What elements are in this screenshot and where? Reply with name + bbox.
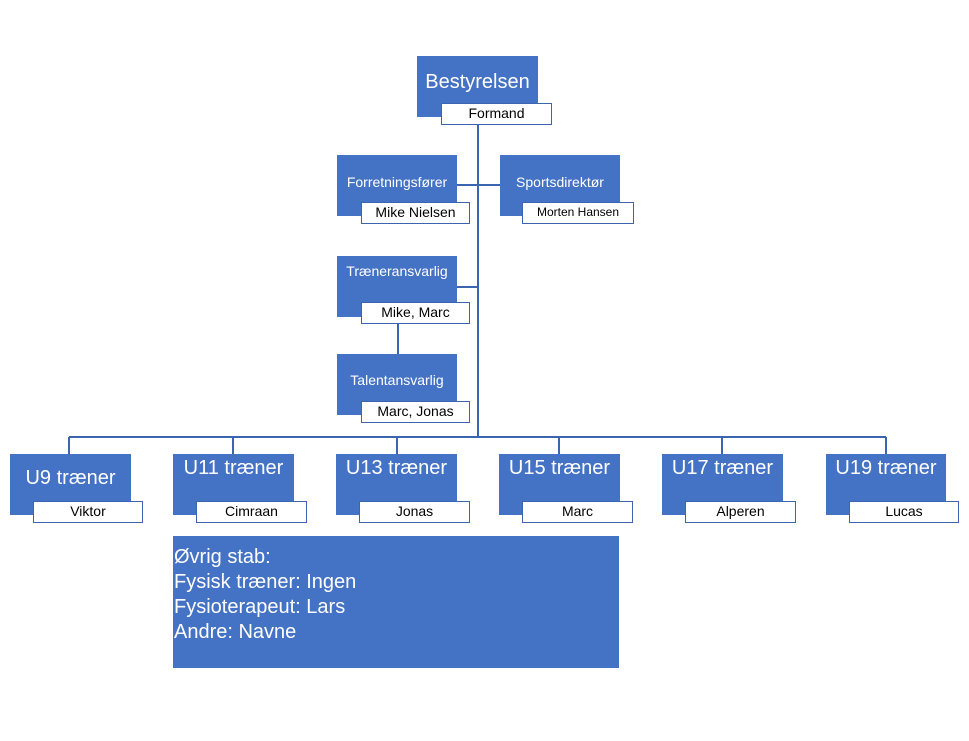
team-title: U19 træner [835, 457, 937, 479]
talent-manager-name-label: Marc, Jonas [361, 401, 470, 423]
team-title: U9 træner [25, 467, 116, 489]
other-staff-box: Øvrig stab: Fysisk træner: Ingen Fysiote… [173, 536, 619, 668]
team-box-u17: U17 træner [662, 454, 783, 515]
board-role-label: Formand [441, 103, 552, 125]
team-coach-name: Alperen [716, 503, 765, 519]
sports-director-title: Sportsdirektør [516, 174, 604, 190]
team-coach-name: Marc [561, 503, 594, 519]
coach-manager-name: Mike, Marc [381, 304, 450, 320]
team-coach-name: Cimraan [225, 503, 278, 519]
team-name-label-u19: Lucas [849, 501, 959, 523]
coach-manager-title: Træneransvarlig [346, 263, 448, 279]
team-name-label-u13: Jonas [359, 501, 470, 523]
team-coach-name: Jonas [395, 503, 434, 519]
team-coach-name: Lucas [885, 503, 923, 519]
board-title: Bestyrelsen [425, 71, 530, 93]
team-name-label-u9: Viktor [33, 501, 143, 523]
team-coach-name: Viktor [70, 503, 106, 519]
team-name-label-u15: Marc [522, 501, 633, 523]
board-role: Formand [468, 105, 525, 121]
business-manager-name-label: Mike Nielsen [361, 202, 470, 224]
other-staff-heading: Øvrig stab: [174, 546, 271, 568]
sports-director-name: Morten Hansen [536, 205, 620, 219]
team-title: U15 træner [508, 457, 611, 479]
business-manager-title: Forretningsfører [346, 174, 448, 190]
other-staff-line: Fysisk træner: Ingen [174, 571, 357, 593]
other-staff-line: Fysioterapeut: Lars [174, 596, 346, 618]
team-name-label-u17: Alperen [685, 501, 796, 523]
business-manager-name: Mike Nielsen [375, 204, 456, 220]
sports-director-name-label: Morten Hansen [522, 202, 634, 224]
talent-manager-name: Marc, Jonas [377, 403, 454, 419]
team-title: U11 træner [183, 457, 284, 479]
other-staff-line: Andre: Navne [174, 621, 297, 643]
talent-manager-title: Talentansvarlig [350, 372, 444, 388]
coach-manager-name-label: Mike, Marc [361, 302, 470, 324]
team-name-label-u11: Cimraan [196, 501, 307, 523]
team-title: U17 træner [671, 457, 774, 479]
team-title: U13 træner [345, 457, 448, 479]
